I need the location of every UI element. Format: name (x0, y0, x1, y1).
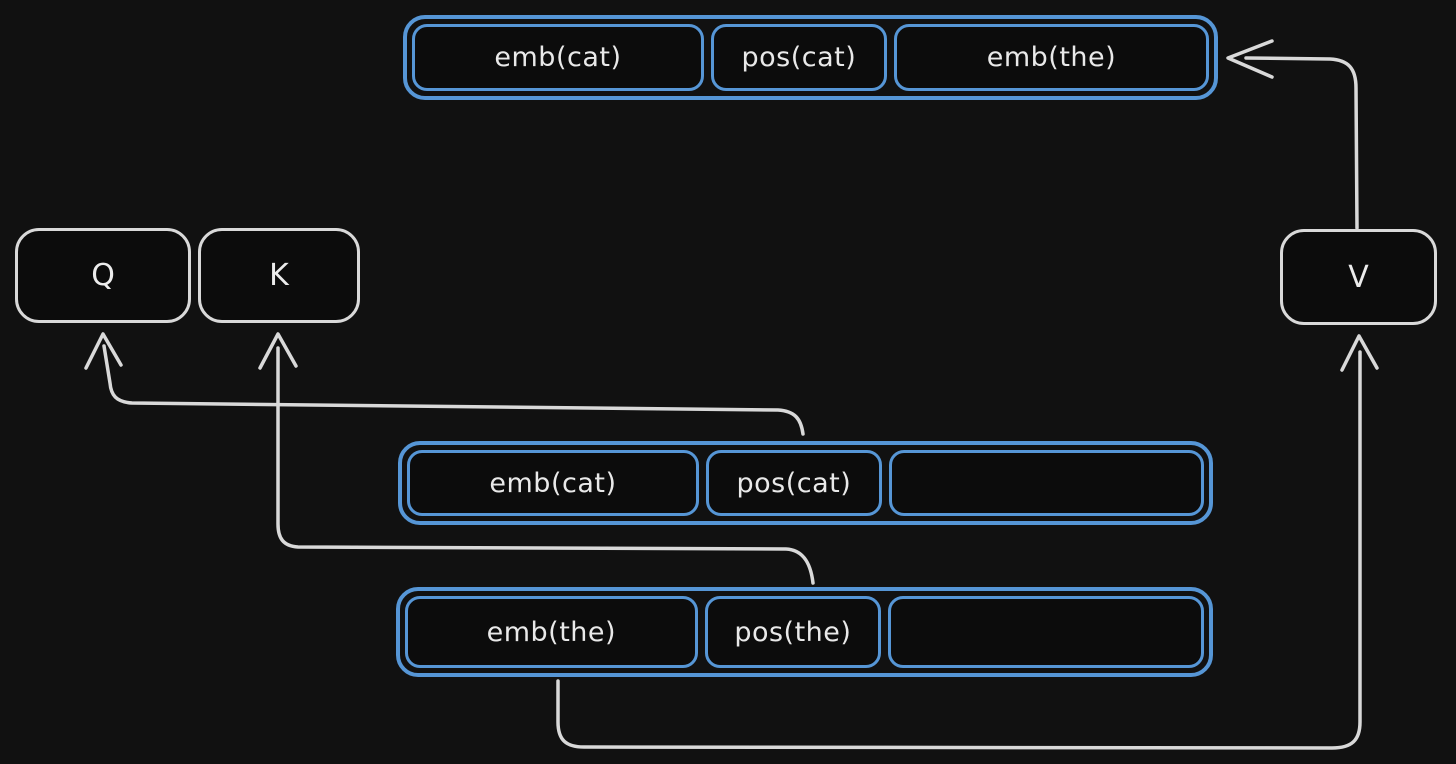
segment-bottom-empty (888, 596, 1204, 668)
arrow-v-to-top-row-head (1226, 39, 1274, 79)
segment-middle-empty (888, 450, 1204, 516)
node-q-label: Q (91, 258, 115, 293)
segment-top-emb-the: emb(the) (893, 24, 1209, 91)
token-row-bottom: emb(the) pos(the) (396, 587, 1213, 677)
token-row-middle: emb(cat) pos(cat) (398, 441, 1213, 525)
segment-bottom-pos-the: pos(the) (704, 596, 882, 668)
token-row-top: emb(cat) pos(cat) emb(the) (403, 15, 1218, 100)
segment-top-pos-cat: pos(cat) (710, 24, 887, 91)
segment-middle-emb-cat: emb(cat) (407, 450, 699, 516)
arrow-bottom-row-to-v-head (1340, 334, 1379, 372)
node-q: Q (15, 228, 191, 323)
arrow-middle-row-to-q-line (102, 344, 805, 436)
arrow-v-to-top-row-line (1244, 56, 1359, 230)
node-v: V (1280, 229, 1437, 325)
arrow-bottom-row-to-v-line (556, 350, 1362, 750)
segment-middle-pos-cat: pos(cat) (705, 450, 882, 516)
arrow-bottom-row-to-k-head (258, 332, 298, 370)
node-k-label: K (269, 258, 289, 293)
node-v-label: V (1348, 259, 1369, 295)
segment-top-emb-cat: emb(cat) (412, 24, 704, 91)
node-k: K (198, 228, 360, 323)
segment-bottom-emb-the: emb(the) (405, 596, 698, 668)
arrow-middle-row-to-q-head (84, 332, 123, 370)
